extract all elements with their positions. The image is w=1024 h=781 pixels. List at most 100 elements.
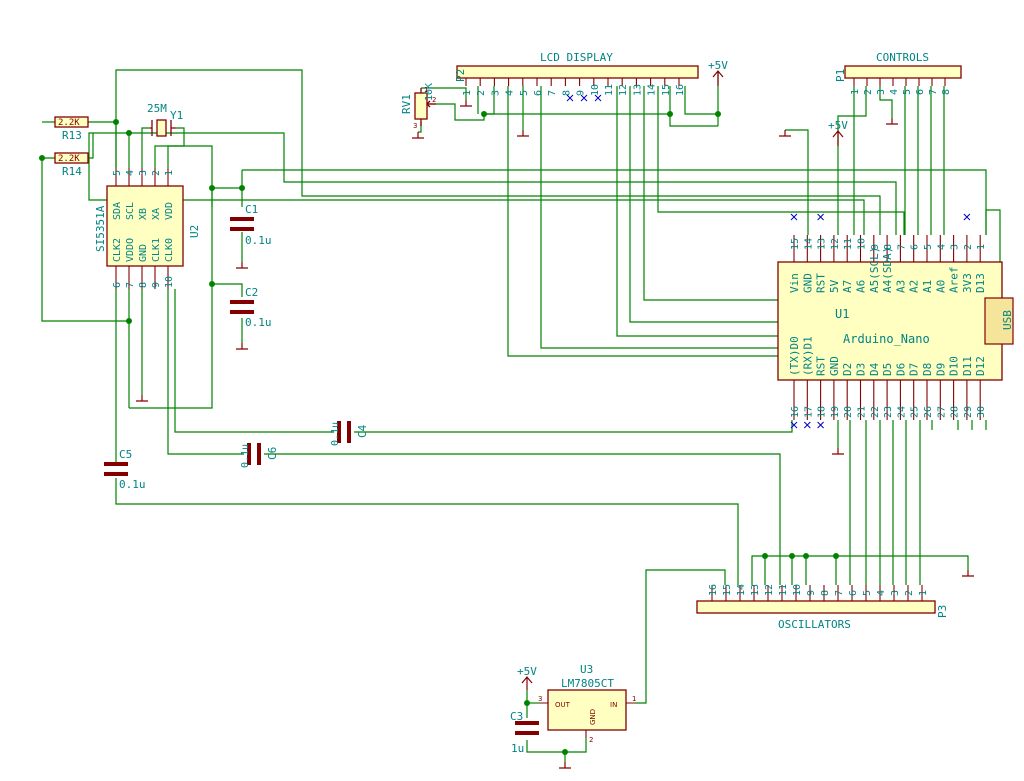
- ground-icon: [412, 132, 424, 139]
- crystal-y1: 25M Y1: [147, 102, 183, 137]
- lcd-pin-number: 12: [618, 84, 629, 96]
- u1-top-pin-label: A0: [934, 280, 947, 293]
- u3-out-label: OUT: [555, 701, 571, 709]
- c6-value: 0.1u: [240, 444, 251, 468]
- u1-top-pin-label: RST: [815, 273, 828, 293]
- u2-bottom-pin-number: 7: [125, 282, 136, 288]
- oscillators-pin-number: 14: [736, 584, 747, 596]
- v5-label-nano: +5V: [828, 119, 848, 132]
- controls-pin-number: 3: [876, 89, 887, 95]
- u1-bottom-pin-number: 28: [950, 406, 961, 418]
- oscillators-pin-number: 8: [820, 590, 831, 596]
- u1-top-pin-number: 2: [963, 244, 974, 250]
- u1-bottom-pin-label: D11: [961, 356, 974, 376]
- u1-bottom-pin-number: 27: [936, 406, 947, 418]
- capacitor-c5: C5 0.1u: [104, 448, 146, 491]
- u1-bottom-pin-label: RST: [815, 356, 828, 376]
- u1-bottom-pin-label: D5: [881, 363, 894, 376]
- u2-top-pin-label: VDD: [164, 202, 175, 220]
- oscillators-pin-number: 10: [792, 584, 803, 596]
- rv1-ref: RV1: [400, 94, 413, 114]
- lcd-pin-number: 7: [547, 90, 558, 96]
- ground-icon: [136, 395, 148, 402]
- controls-pin-number: 5: [902, 89, 913, 95]
- v5-label-lcd: +5V: [708, 59, 728, 72]
- u1-bottom-pin-label: D4: [868, 362, 881, 376]
- lcd-title: LCD DISPLAY: [540, 51, 613, 64]
- ground-icon: [559, 762, 571, 769]
- u1-bottom-pin-label: D2: [841, 363, 854, 376]
- u1-top-pin-number: 10: [857, 238, 868, 250]
- lcd-pin-number: 14: [647, 84, 658, 96]
- u2-top-pin-number: 2: [151, 170, 162, 176]
- u1-bottom-pin-number: 18: [817, 406, 828, 418]
- lcd-pin-number: 3: [490, 90, 501, 96]
- u2-bottom-pin-number: 8: [138, 282, 149, 288]
- lcd-pin-number: 6: [533, 90, 544, 96]
- arduino-nano: USB U1 Arduino_Nano 15Vin14GND13RST125V1…: [566, 94, 1014, 429]
- oscillators-pin-number: 2: [904, 590, 915, 596]
- u2-top-pin-label: SDA: [112, 202, 123, 220]
- lcd-pin-number: 1: [462, 90, 473, 96]
- u1-bottom-pin-label: (TX)D0: [788, 336, 801, 376]
- r13-ref: R13: [62, 129, 82, 142]
- u1-top-pin-label: GND: [801, 273, 814, 293]
- u1-bottom-pin-label: GND: [828, 356, 841, 376]
- usb-port: [984, 297, 1014, 345]
- c6-ref: C6: [266, 447, 279, 460]
- c1-ref: C1: [245, 203, 258, 216]
- u1-top-pin-number: 9: [870, 244, 881, 250]
- no-connect-mark: [803, 421, 811, 429]
- c3-ref: C3: [510, 710, 523, 723]
- controls-pin-number: 2: [863, 89, 874, 95]
- u1-top-pin-number: 3: [950, 244, 961, 250]
- u1-bottom-pin-number: 17: [803, 406, 814, 418]
- resistor-r13: 2.2K R13: [54, 116, 89, 142]
- capacitor-c4: 0.1u C4: [330, 421, 369, 446]
- u2-bottom-pin-label: VDDO: [125, 238, 136, 262]
- u3-in-label: IN: [610, 701, 617, 709]
- ground-icon: [886, 118, 898, 125]
- ground-icon: [460, 100, 472, 107]
- u1-top-pin-number: 8: [883, 244, 894, 250]
- u2-top-pin-label: XB: [138, 208, 149, 220]
- u1-bottom-pin-label: (RX)D1: [801, 336, 814, 376]
- rv1-value: 10K: [424, 83, 435, 101]
- oscillators-pin-number: 4: [876, 590, 887, 596]
- ground-icon: [236, 262, 248, 269]
- controls-ref: P1: [834, 69, 847, 82]
- no-connect-mark: [790, 213, 798, 221]
- no-connect-mark: [790, 421, 798, 429]
- c5-ref: C5: [119, 448, 132, 461]
- u2-top-pin-number: 3: [138, 170, 149, 176]
- u3-ref: U3: [580, 663, 593, 676]
- capacitor-c2: C2 0.1u: [230, 286, 272, 329]
- u1-bottom-pin-number: 29: [963, 406, 974, 418]
- lcd-pin-number: 9: [576, 90, 587, 96]
- lcd-pin-number: 11: [604, 84, 615, 96]
- no-connect-mark: [817, 213, 824, 221]
- lcd-pin-number: 5: [519, 90, 530, 96]
- u1-bottom-pin-label: D12: [974, 356, 987, 376]
- u1-top-pin-number: 15: [790, 238, 801, 250]
- capacitor-c1: C1 0.1u: [230, 203, 272, 247]
- junctions: [39, 111, 839, 755]
- rv1-pin2: 2: [432, 96, 436, 104]
- lcd-pin-number: 10: [590, 84, 601, 96]
- u2-bottom-pin-number: 6: [112, 282, 123, 288]
- controls-pin-number: 6: [915, 89, 926, 95]
- u2-top-pin-number: 1: [164, 170, 175, 176]
- lcd-pin-number: 2: [476, 90, 487, 96]
- ground-symbols: [136, 100, 974, 769]
- si5351-chip: 5SDA4SCL3XB2XA1VDD6CLK27VDDO8GND9CLK110C…: [94, 168, 201, 289]
- u1-bottom-pin-number: 26: [923, 406, 934, 418]
- u2-bottom-pin-label: CLK0: [164, 238, 175, 262]
- power-flag-nano: +5V: [828, 119, 848, 146]
- no-connect-mark: [817, 421, 824, 429]
- no-connect-mark: [594, 94, 602, 102]
- u1-top-pin-number: 7: [896, 244, 907, 250]
- controls-pin-number: 7: [928, 89, 939, 95]
- c5-value: 0.1u: [119, 478, 146, 491]
- u1-top-pin-number: 5: [923, 244, 934, 250]
